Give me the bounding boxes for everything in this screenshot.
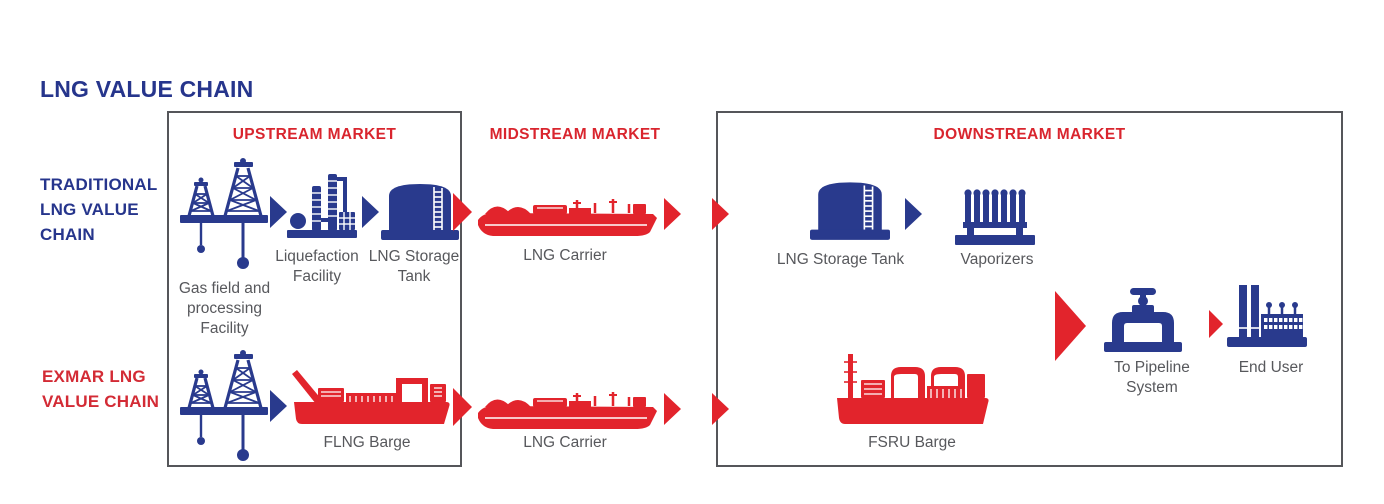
upstream-market-header: UPSTREAM MARKET: [232, 126, 397, 143]
arrow-merge-to-pipeline-icon: [1055, 291, 1086, 361]
flng-barge-icon: [288, 368, 454, 426]
fsru-barge-icon: [831, 352, 993, 426]
gas-field-icon: [180, 158, 268, 270]
arrow-liquefaction-to-storage-icon: [362, 196, 379, 228]
carrier-bottom-label: LNG Carrier: [523, 434, 607, 451]
arrow-upstream-to-carrier-icon: [453, 193, 472, 231]
storage-downstream-label: LNG Storage Tank: [776, 251, 905, 268]
page-title: LNG VALUE CHAIN: [40, 76, 254, 102]
arrow-storage-to-vaporizers-icon: [905, 198, 922, 230]
downstream-market-header: DOWNSTREAM MARKET: [933, 126, 1126, 143]
lng-storage-tank-downstream-icon: [810, 170, 890, 244]
row-label-traditional: TRADITIONAL LNG VALUE CHAIN: [40, 175, 158, 244]
pipeline-label: To Pipeline System: [1114, 359, 1190, 396]
flng-label: FLNG Barge: [323, 434, 411, 451]
lng-carrier-top-icon: [477, 191, 657, 237]
upstream-market-box: [167, 111, 462, 467]
end-user-icon: [1227, 284, 1307, 348]
row-label-exmar: EXMAR LNG VALUE CHAIN: [42, 367, 160, 411]
arrow-carrier-bottom-out-icon: [664, 393, 681, 425]
gas-field-bottom-icon: [180, 350, 268, 462]
midstream-market-header: MIDSTREAM MARKET: [489, 126, 661, 143]
arrow-pipeline-to-enduser-icon: [1209, 310, 1223, 338]
liquefaction-facility-icon: [287, 171, 357, 239]
arrow-carrier-top-out-icon: [664, 198, 681, 230]
arrow-into-downstream-bottom-icon: [712, 393, 729, 425]
downstream-market-box: [716, 111, 1343, 467]
arrow-flng-to-carrier-icon: [453, 388, 472, 426]
liquefaction-label: Liquefaction Facility: [275, 248, 359, 285]
fsru-label: FSRU Barge: [868, 434, 956, 451]
arrow-into-downstream-top-icon: [712, 198, 729, 230]
storage-upstream-label: LNG Storage Tank: [368, 248, 460, 285]
lng-carrier-bottom-icon: [477, 384, 657, 430]
gas-field-label: Gas field and processing Facility: [178, 280, 271, 337]
arrow-gasfield-to-liquefaction-icon: [270, 196, 287, 228]
lng-storage-tank-upstream-icon: [381, 176, 459, 240]
vaporizers-icon: [955, 182, 1035, 246]
end-user-label: End User: [1238, 359, 1304, 376]
arrow-gasfield-to-flng-icon: [270, 390, 287, 422]
pipeline-valve-icon: [1104, 288, 1182, 352]
vaporizers-label: Vaporizers: [960, 251, 1034, 268]
carrier-top-label: LNG Carrier: [523, 247, 607, 264]
